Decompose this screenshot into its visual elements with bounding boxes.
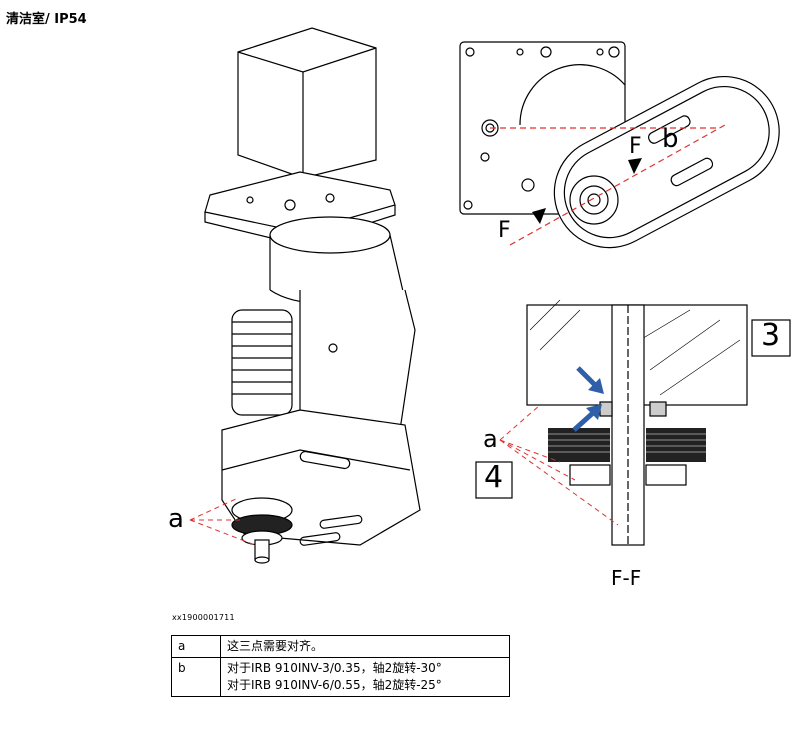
legend-key: b [171,657,221,697]
callout-b: b [662,124,679,154]
section-label: F-F [611,566,642,590]
callout-a-section: a [483,425,498,453]
box-3 [751,319,791,357]
box-4 [475,461,513,499]
robot-top-view [459,41,780,249]
robot-drawing [189,27,791,564]
callout-a-left: a [168,504,184,534]
legend-description: 对于IRB 910INV-3/0.35，轴2旋转-30° 对于IRB 910IN… [220,657,510,697]
robot-isometric-view [204,27,421,564]
legend-description: 这三点需要对齐。 [220,635,510,658]
box-3-label: 3 [761,318,781,353]
box-4-label: 4 [484,460,504,495]
table-row: b 对于IRB 910INV-3/0.35，轴2旋转-30° 对于IRB 910… [171,657,510,697]
table-row: a 这三点需要对齐。 [171,635,510,658]
legend-key: a [171,635,221,658]
legend-table: a 这三点需要对齐。 b 对于IRB 910INV-3/0.35，轴2旋转-30… [171,635,510,697]
callout-f-top: F [629,134,642,159]
bellows [231,309,293,416]
section-view [526,299,748,546]
callout-f-bottom: F [498,218,511,243]
image-id: xx1900001711 [172,613,235,622]
page-title: 清洁室/ IP54 [6,12,87,27]
